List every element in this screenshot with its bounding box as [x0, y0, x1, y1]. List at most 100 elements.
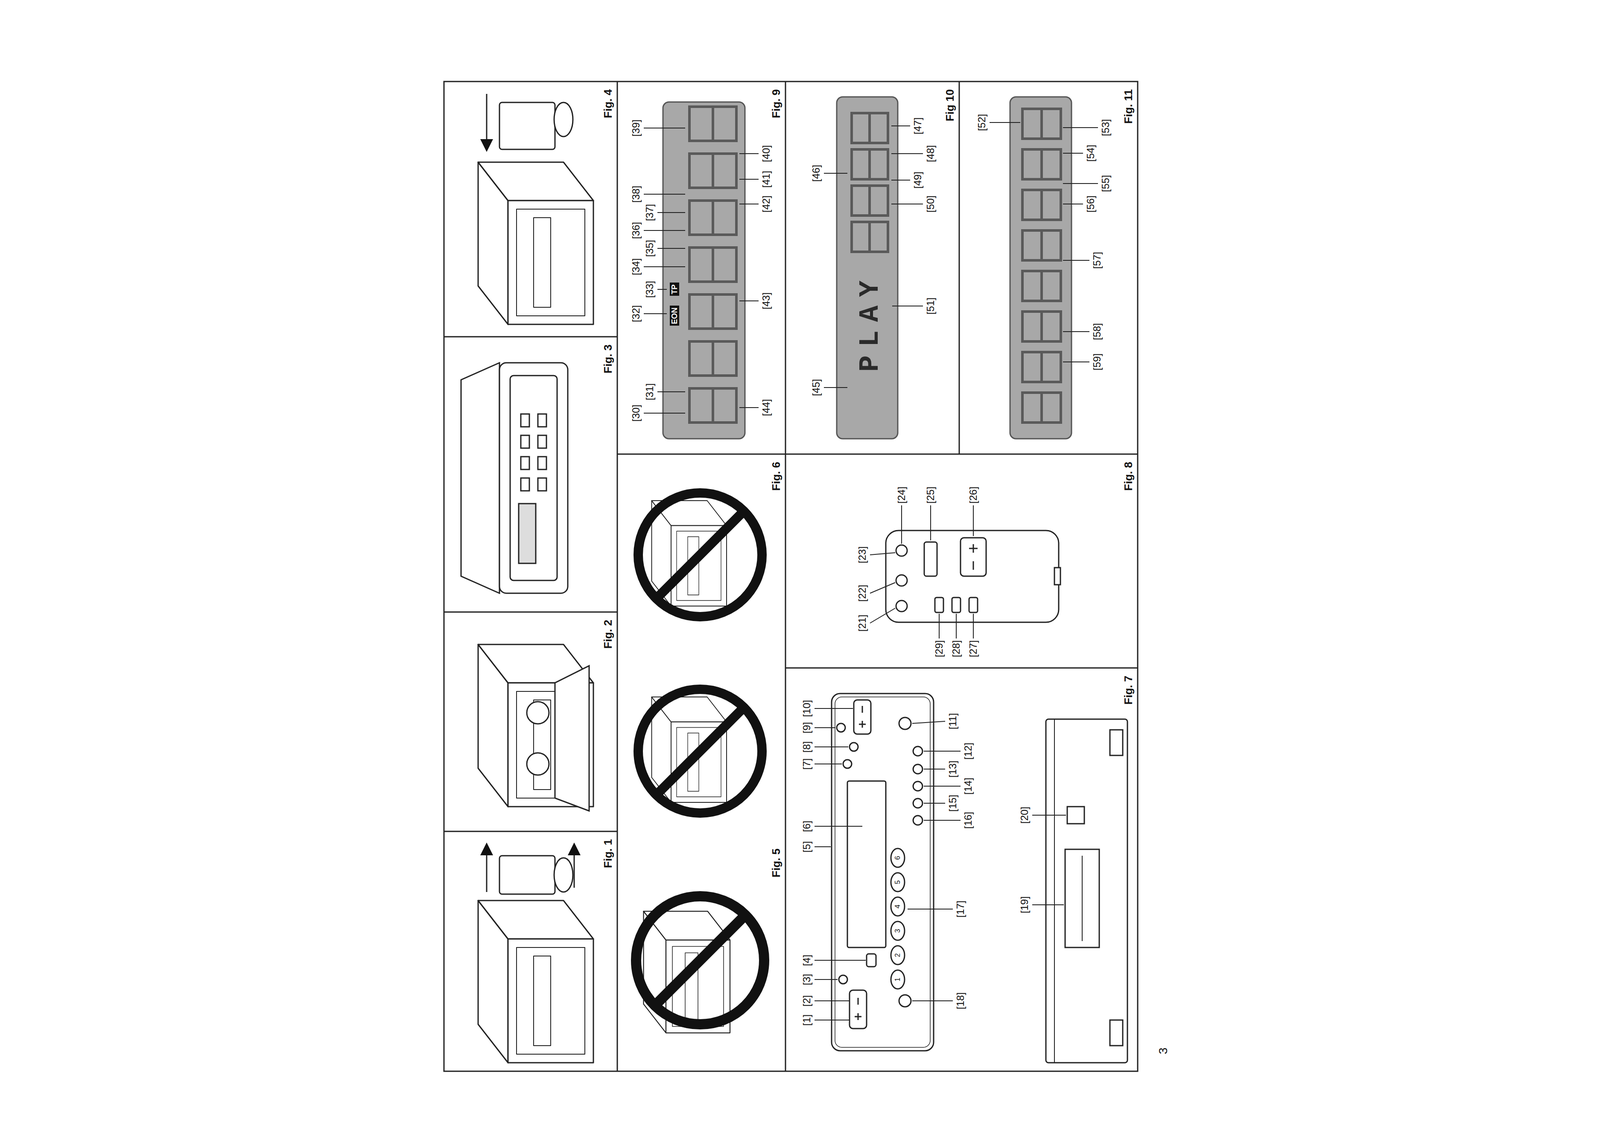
leader-line: [814, 1000, 850, 1002]
leader-line: [912, 1000, 953, 1002]
leader-line: [814, 960, 866, 961]
callout-number: [4]: [800, 954, 813, 967]
leader-line: [1062, 127, 1098, 129]
callout-number: [9]: [800, 722, 813, 734]
leader-layer: [426, 64, 1196, 1089]
preset-number: 3: [893, 929, 902, 934]
callout-number: [18]: [954, 992, 967, 1010]
leader-line: [814, 763, 842, 765]
callout-number: [48]: [924, 145, 937, 163]
leader-line: [955, 613, 957, 639]
figure-panel: Fig 10: [785, 81, 960, 455]
preset-number: 4: [893, 905, 902, 909]
leader-line: [1062, 183, 1098, 184]
callout-number: [49]: [911, 171, 924, 189]
leader-line: [1032, 814, 1066, 816]
leader-line: [657, 248, 686, 249]
figure-panel: Fig. 3: [443, 336, 618, 613]
callout-number: [25]: [924, 486, 937, 504]
leader-line: [823, 172, 848, 174]
figure-panel: Fig. 6: [617, 454, 786, 841]
callout-number: [56]: [1084, 195, 1097, 213]
figure-label: Fig. 6: [770, 461, 783, 491]
figure-label: Fig. 7: [1122, 675, 1136, 705]
callout-number: [55]: [1099, 175, 1112, 193]
leader-line: [739, 153, 759, 155]
callout-number: [11]: [946, 713, 959, 730]
leader-line: [1062, 361, 1090, 363]
leader-line: [989, 122, 1021, 123]
figure-label: Fig 10: [943, 89, 957, 122]
callout-number: [13]: [946, 760, 959, 778]
callout-number: [58]: [1091, 323, 1104, 341]
callout-number: [33]: [643, 280, 656, 298]
preset-number: 1: [893, 978, 902, 982]
leader-line: [923, 785, 961, 787]
callout-number: [30]: [630, 404, 643, 422]
figure-panel: Fig. 9: [617, 81, 786, 455]
callout-number: [36]: [630, 221, 643, 240]
leader-line: [972, 613, 974, 639]
leader-line: [643, 412, 686, 414]
callout-number: [54]: [1084, 144, 1097, 162]
callout-number: [16]: [962, 811, 975, 830]
callout-number: [37]: [643, 204, 656, 222]
callout-number: [59]: [1091, 353, 1104, 371]
figure-panel: Fig. 7: [785, 668, 1138, 1072]
leader-line: [870, 552, 896, 555]
callout-number: [28]: [950, 640, 963, 658]
leader-line: [891, 153, 923, 155]
figure-label: Fig. 5: [770, 848, 783, 878]
callout-number: [12]: [962, 742, 975, 760]
callout-number: [47]: [911, 117, 924, 135]
figure-panel: Fig. 8: [785, 454, 1138, 669]
callout-number: [45]: [810, 379, 823, 397]
display-text: PLAY: [855, 271, 887, 372]
callout-number: [6]: [800, 820, 813, 833]
callout-number: [42]: [760, 195, 773, 213]
leader-line: [972, 505, 974, 537]
page-number: 3: [1156, 1047, 1171, 1055]
leader-line: [643, 127, 686, 129]
callout-number: [1]: [800, 1014, 813, 1027]
figure-panel: Fig. 2: [443, 612, 618, 832]
preset-number: 6: [893, 856, 902, 861]
callout-number: [35]: [643, 239, 656, 257]
leader-line: [938, 613, 940, 639]
callout-number: [31]: [643, 383, 656, 401]
callout-number: [19]: [1018, 896, 1031, 914]
callout-number: [38]: [630, 185, 643, 203]
callout-number: [43]: [760, 292, 773, 310]
figure-label: Fig. 2: [601, 619, 615, 649]
callout-number: [15]: [946, 794, 959, 812]
leader-line: [643, 230, 686, 231]
leader-line: [891, 203, 923, 205]
callout-number: [7]: [800, 758, 813, 771]
leader-line: [891, 179, 911, 181]
leader-line: [657, 391, 686, 393]
callout-number: [23]: [856, 546, 869, 564]
preset-number: 2: [893, 953, 902, 958]
figure-label: Fig. 4: [601, 89, 615, 119]
leader-line: [930, 505, 932, 541]
callout-number: [51]: [924, 297, 937, 315]
leader-line: [814, 746, 849, 748]
leader-line: [739, 300, 759, 302]
preset-number: 5: [893, 880, 902, 885]
figure-panel: Fig. 5: [617, 840, 786, 1072]
callout-number: [2]: [800, 995, 813, 1008]
leader-line: [1062, 331, 1090, 333]
leader-line: [1062, 203, 1084, 205]
leader-line: [643, 193, 686, 195]
leader-line: [1032, 904, 1064, 906]
callout-number: [50]: [924, 195, 937, 213]
callout-number: [17]: [954, 900, 967, 918]
leader-line: [870, 582, 896, 594]
leader-line: [923, 802, 946, 804]
leader-line: [892, 305, 923, 307]
leader-line: [643, 266, 686, 268]
display-indicator: TP: [669, 282, 680, 296]
callout-number: [5]: [800, 841, 813, 853]
callout-number: [3]: [800, 974, 813, 986]
callout-number: [27]: [967, 640, 980, 658]
